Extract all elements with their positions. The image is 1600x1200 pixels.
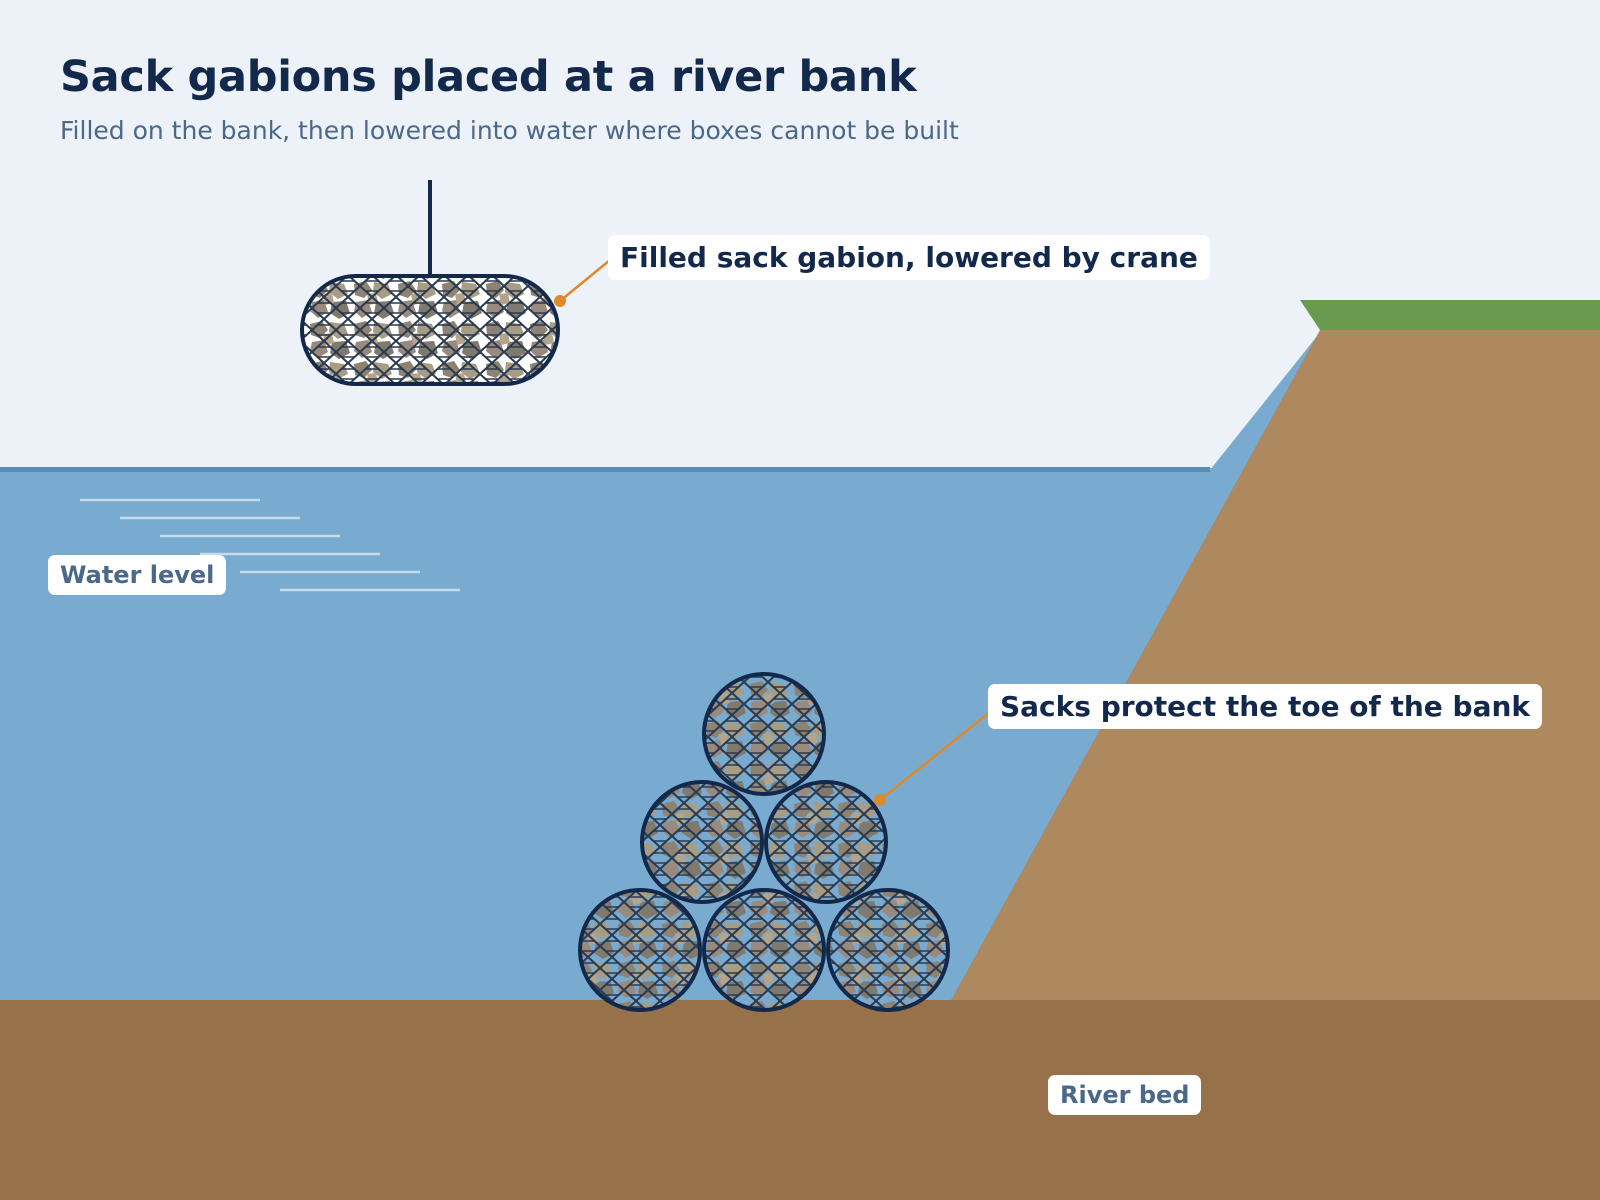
diagram-subtitle: Filled on the bank, then lowered into wa… [60,116,959,145]
sack-gabion [702,672,826,796]
label-water-level: Water level [48,555,227,595]
sack-gabion [826,888,950,1012]
water-ripples [80,498,460,592]
crane-sack-gabion [300,274,560,386]
label-toe-sacks: Sacks protect the toe of the bank [988,684,1543,729]
river-bank [950,330,1600,1002]
callout-leader-toe [874,711,991,806]
water-surface-line [0,467,1210,472]
label-crane-sack: Filled sack gabion, lowered by crane [608,235,1210,280]
grass-top [1300,300,1600,330]
sack-gabion [702,888,826,1012]
callout-leader-crane [554,259,611,307]
sack-gabion [764,780,888,904]
label-river-bed: River bed [1048,1075,1202,1115]
sack-gabion [578,888,702,1012]
toe-sack-stack [578,672,950,1012]
sack-gabion [640,780,764,904]
river-bed [0,1000,1600,1200]
diagram-title: Sack gabions placed at a river bank [60,52,917,102]
